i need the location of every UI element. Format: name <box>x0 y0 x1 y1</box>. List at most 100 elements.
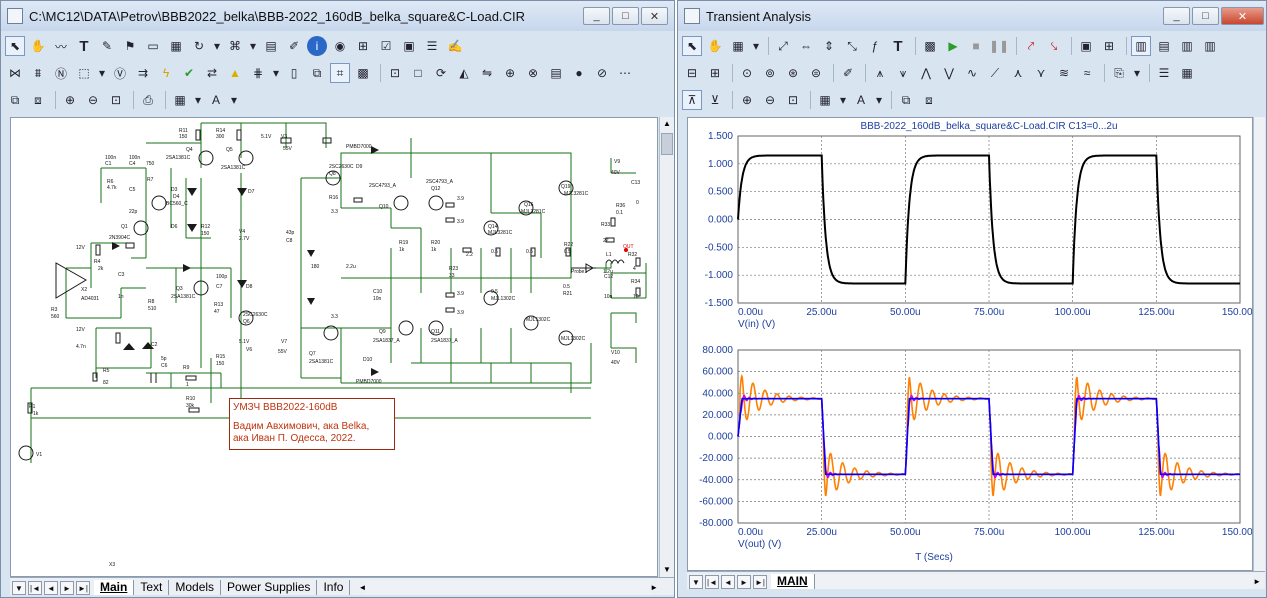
tree-icon[interactable]: ⌘ <box>229 39 241 53</box>
tab-power-supplies[interactable]: Power Supplies <box>221 580 318 595</box>
dropdown-icon[interactable]: ▾ <box>875 93 883 107</box>
slope-icon[interactable]: ⟋ <box>990 65 1000 80</box>
layout-3-icon[interactable]: ▥ <box>1181 39 1193 53</box>
layout-4-icon[interactable]: ▥ <box>1204 39 1216 53</box>
font-icon[interactable]: A <box>856 93 865 107</box>
pause-icon[interactable]: ❚❚ <box>988 39 1010 53</box>
close-button[interactable]: ✕ <box>1221 7 1264 25</box>
numeric-output-icon[interactable]: ▦ <box>1181 66 1193 80</box>
restore-button[interactable]: □ <box>612 7 639 25</box>
pen-tool-icon[interactable]: ✎ <box>101 39 113 53</box>
tab-last-icon[interactable]: ►| <box>76 581 90 595</box>
arrows-icon[interactable]: ⇉ <box>137 66 149 80</box>
copy-page-icon[interactable]: ⧉ <box>312 65 322 80</box>
grid-view-icon[interactable]: ▦ <box>819 93 831 107</box>
valley-icon[interactable]: ⩛ <box>899 65 907 80</box>
stop-icon[interactable]: ■ <box>972 39 980 53</box>
plot-canvas[interactable]: BBB-2022_160dB_belka_square&C-Load.CIR C… <box>687 117 1253 571</box>
stack-icon[interactable]: ⊼ <box>682 90 702 110</box>
current-icon[interactable]: Ⓝ <box>54 66 67 81</box>
font-icon[interactable]: A <box>211 93 220 107</box>
tab-next-icon[interactable]: ► <box>60 581 74 595</box>
select-tool-icon[interactable]: ⬉ <box>5 36 25 56</box>
paste-icon[interactable]: ⧈ <box>925 92 933 107</box>
rotate-icon[interactable]: ↻ <box>193 39 205 53</box>
print-icon[interactable]: ⎙ <box>143 92 153 107</box>
minimize-button[interactable]: _ <box>1163 7 1190 25</box>
checkbox-icon[interactable]: ☑ <box>380 39 392 53</box>
zoom-fit-icon[interactable]: ⊡ <box>787 93 799 107</box>
scroll-up-button[interactable]: ▲ <box>663 119 671 128</box>
schematic-vertical-scrollbar[interactable]: ▲ ▼ <box>659 117 674 577</box>
layout-1-icon[interactable]: ▥ <box>1131 36 1151 56</box>
tab-text[interactable]: Text <box>134 580 170 595</box>
scale-icon[interactable]: ⤢ <box>778 38 788 53</box>
component-icon[interactable]: ▦ <box>170 39 182 53</box>
dropdown-icon[interactable]: ▾ <box>752 39 760 53</box>
scale-y-icon[interactable]: ⇕ <box>823 39 835 53</box>
tab-scroll-track[interactable] <box>814 575 1254 589</box>
notes-icon[interactable]: ✍ <box>447 39 463 53</box>
lightning-icon[interactable]: ϟ <box>162 66 170 80</box>
zoom-all-icon[interactable]: ⊛ <box>787 66 799 80</box>
more-icon[interactable]: ⋯ <box>619 66 631 80</box>
zoom-in-icon[interactable]: ⊕ <box>741 93 753 107</box>
cursor-mode-icon[interactable]: ⤤ <box>1027 38 1035 53</box>
tab-prev-icon[interactable]: ◄ <box>44 581 58 595</box>
dropdown-icon[interactable]: ▾ <box>230 93 238 107</box>
tab-main-plot[interactable]: MAIN <box>771 574 815 589</box>
plot-grid-icon[interactable]: ⊞ <box>1103 39 1115 53</box>
pan-tool-icon[interactable]: ✋ <box>30 39 46 53</box>
properties-icon[interactable]: ▩ <box>924 39 936 53</box>
restore-button[interactable]: □ <box>1192 7 1219 25</box>
table-icon[interactable]: ▤ <box>265 39 277 53</box>
wire-tool-icon[interactable]: 〰 <box>54 39 67 54</box>
minimize-button[interactable]: _ <box>583 7 610 25</box>
scroll-down-button[interactable]: ▼ <box>663 565 671 574</box>
top-icon[interactable]: ≋ <box>1058 66 1070 80</box>
paste-icon[interactable]: ⧈ <box>34 92 42 107</box>
model-icon[interactable]: Ⓥ <box>113 66 126 81</box>
plot-box-icon[interactable]: ▣ <box>1080 39 1092 53</box>
dropdown-icon[interactable]: ▾ <box>213 39 221 53</box>
rotate-obj-icon[interactable]: ⟳ <box>435 66 447 80</box>
tab-first-page-icon[interactable]: |◄ <box>705 575 719 589</box>
pins-icon[interactable]: ⇄ <box>206 66 218 80</box>
zoom-out-icon[interactable]: ⊖ <box>87 93 99 107</box>
low-icon[interactable]: ⋁ <box>944 66 954 80</box>
node-numbers-icon[interactable]: ⋈ <box>9 66 21 80</box>
flag-tool-icon[interactable]: ⚑ <box>124 39 136 53</box>
toolbox-icon[interactable]: ▩ <box>357 66 369 80</box>
zoom-in-icon[interactable]: ⊕ <box>64 93 76 107</box>
tab-scroll-track[interactable] <box>366 581 651 595</box>
bottom-icon[interactable]: ≈ <box>1083 66 1091 80</box>
power-icon[interactable]: ⬚ <box>78 66 90 80</box>
scroll-thumb[interactable] <box>661 133 673 155</box>
high-icon[interactable]: ⋀ <box>921 66 931 80</box>
tab-info[interactable]: Info <box>317 580 351 595</box>
edit-icon[interactable]: ✐ <box>288 39 300 53</box>
scale-auto-icon[interactable]: ⤡ <box>847 38 857 53</box>
zoom-y-icon[interactable]: ⊚ <box>764 66 776 80</box>
grid-icon[interactable]: ⋕ <box>252 66 264 80</box>
globe-icon[interactable]: ◉ <box>334 39 346 53</box>
warning-icon[interactable]: ▲ <box>229 66 241 80</box>
box-icon[interactable]: □ <box>414 66 422 80</box>
dropdown-icon[interactable]: ▾ <box>272 66 280 80</box>
text-tool-icon[interactable]: T <box>79 37 89 55</box>
run-icon[interactable]: ▶ <box>948 39 958 53</box>
schematic-canvas[interactable]: R11 150 R14 300 5.1V V3 55V PMBD7000 D9 … <box>10 117 658 577</box>
tab-last-icon[interactable]: ►| <box>753 575 767 589</box>
list-icon[interactable]: ☰ <box>426 39 438 53</box>
tab-prev-icon[interactable]: ◄ <box>721 575 735 589</box>
dropdown-icon[interactable]: ▾ <box>194 93 202 107</box>
dropdown-icon[interactable]: ▾ <box>98 66 106 80</box>
binoculars-icon[interactable]: ⊗ <box>527 66 539 80</box>
text-tool-icon[interactable]: T <box>893 37 903 55</box>
tab-scroll-left[interactable]: ◄ <box>358 583 367 592</box>
select-tool-icon[interactable]: ⬉ <box>682 36 702 56</box>
global-low-icon[interactable]: ⋎ <box>1036 66 1046 80</box>
horizontal-split-icon[interactable]: ⊟ <box>686 66 698 80</box>
tab-first-icon[interactable]: ▼ <box>12 581 26 595</box>
layout-2-icon[interactable]: ▤ <box>1158 39 1170 53</box>
